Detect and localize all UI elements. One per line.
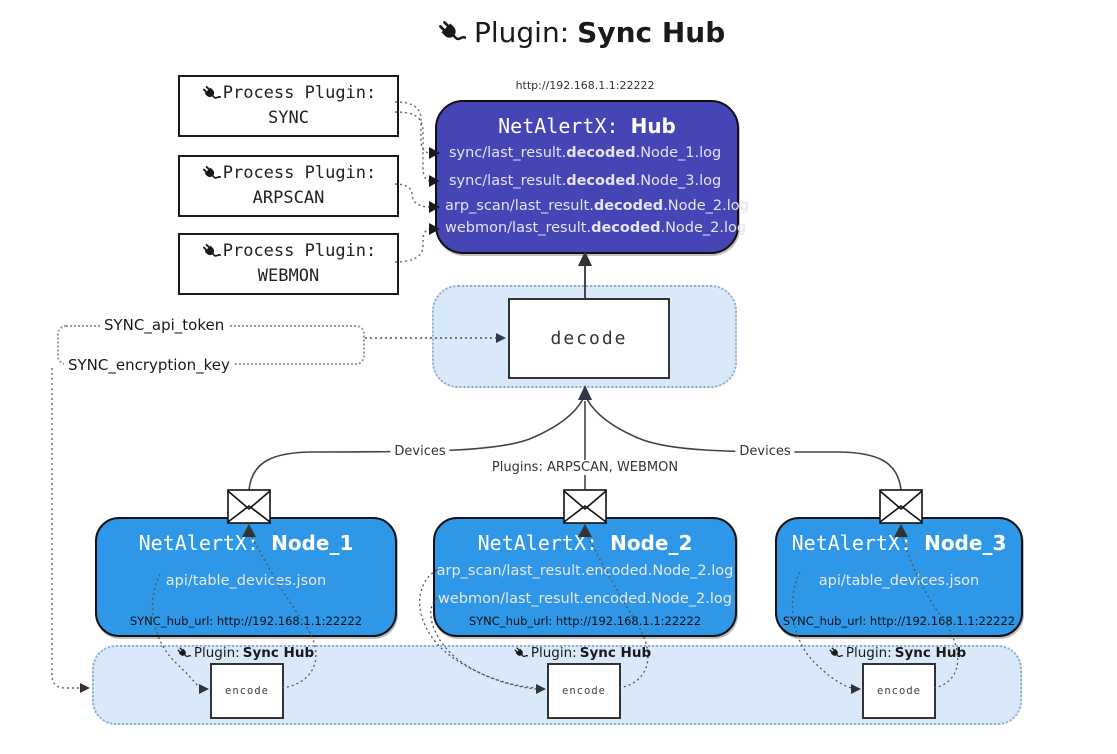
process-plugin-name: ARPSCAN [252, 188, 325, 208]
process-plugin-sync: Process Plugin: SYNC [178, 75, 399, 137]
hub-log-line: sync/last_result.decoded.Node_3.log [449, 173, 722, 189]
page-title-name: Sync Hub [577, 16, 726, 49]
process-plugin-name: SYNC [268, 108, 309, 128]
page-title: Plugin: Sync Hub [436, 16, 725, 49]
page-title-prefix: Plugin: [474, 16, 570, 49]
node-hub-url: SYNC_hub_url: http://192.168.1.1:22222 [782, 614, 1016, 628]
hub-title: NetAlertX: Hub [498, 114, 676, 138]
decode-box: decode [508, 298, 670, 379]
node-title: NetAlertX: Node_2 [477, 531, 693, 555]
process-plugin-arpscan: Process Plugin: ARPSCAN [178, 155, 399, 217]
node-hub-url: SYNC_hub_url: http://192.168.1.1:22222 [129, 614, 363, 628]
node-file: api/table_devices.json [165, 573, 327, 589]
process-plugin-name: WEBMON [257, 266, 320, 286]
sync-config-group [57, 325, 365, 365]
process-plugin-label: Process Plugin: [222, 83, 377, 104]
encode-box-3: encode [862, 663, 936, 719]
node-title: NetAlertX: Node_3 [791, 531, 1007, 555]
process-plugin-label: Process Plugin: [222, 163, 377, 184]
node-title: NetAlertX: Node_1 [138, 531, 354, 555]
node-file: arp_scan/last_result.encoded.Node_2.log [436, 563, 734, 579]
node-file: api/table_devices.json [818, 573, 980, 589]
node-hub-url: SYNC_hub_url: http://192.168.1.1:22222 [468, 614, 702, 628]
plug-icon [200, 83, 221, 104]
node-file: webmon/last_result.encoded.Node_2.log [437, 591, 732, 607]
plug-icon [436, 17, 466, 48]
process-plugin-label: Process Plugin: [222, 241, 377, 262]
node-3-box: NetAlertX: Node_3 api/table_devices.json… [775, 517, 1023, 637]
hub-log-line: sync/last_result.decoded.Node_1.log [449, 145, 722, 161]
node-2-box: NetAlertX: Node_2 arp_scan/last_result.e… [433, 517, 737, 637]
encode-box-1: encode [210, 663, 284, 719]
hub-log-line: webmon/last_result.decoded.Node_2.log [445, 220, 747, 236]
node-1-box: NetAlertX: Node_1 api/table_devices.json… [95, 517, 397, 637]
encode-box-2: encode [547, 663, 621, 719]
plug-icon [200, 163, 221, 184]
hub-box: NetAlertX: Hub sync/last_result.decoded.… [435, 100, 749, 254]
hub-log-line: arp_scan/last_result.decoded.Node_2.log [445, 198, 749, 214]
process-plugin-webmon: Process Plugin: WEBMON [178, 233, 399, 295]
plug-icon [200, 241, 221, 262]
